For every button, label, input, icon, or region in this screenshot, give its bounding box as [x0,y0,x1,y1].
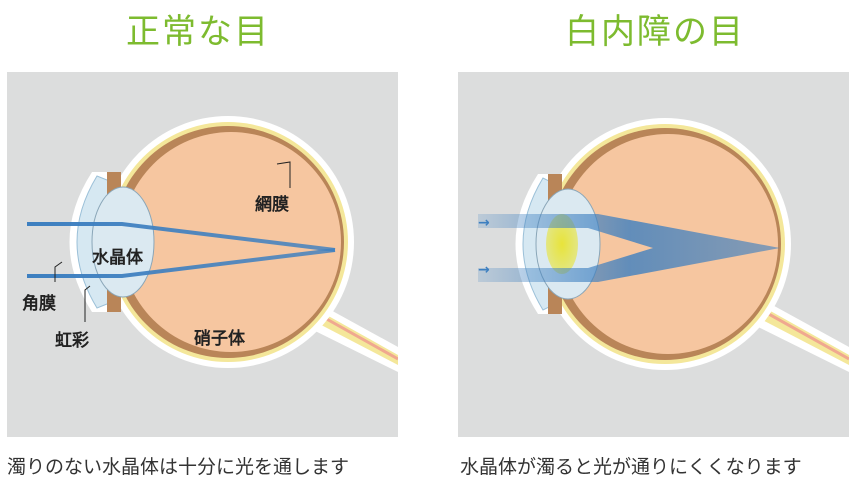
label-lens: 水晶体 [92,248,143,268]
label-cornea: 角膜 [22,294,56,314]
label-retina: 網膜 [255,195,289,215]
arrow-icon: → [478,215,490,231]
cataract-eye-diagram: → → [458,72,849,437]
arrow-icon: → [478,262,490,278]
normal-eye-diagram: 網膜 水晶体 角膜 虹彩 硝子体 [7,72,398,437]
label-iris: 虹彩 [55,331,89,351]
cataract-eye-title: 白内障の目 [565,12,745,52]
normal-eye-title: 正常な目 [126,12,270,52]
label-vitreous: 硝子体 [194,329,245,349]
cataract-eye-caption: 水晶体が濁ると光が通りにくくなります [460,456,802,478]
normal-eye-caption: 濁りのない水晶体は十分に光を通します [7,456,350,478]
